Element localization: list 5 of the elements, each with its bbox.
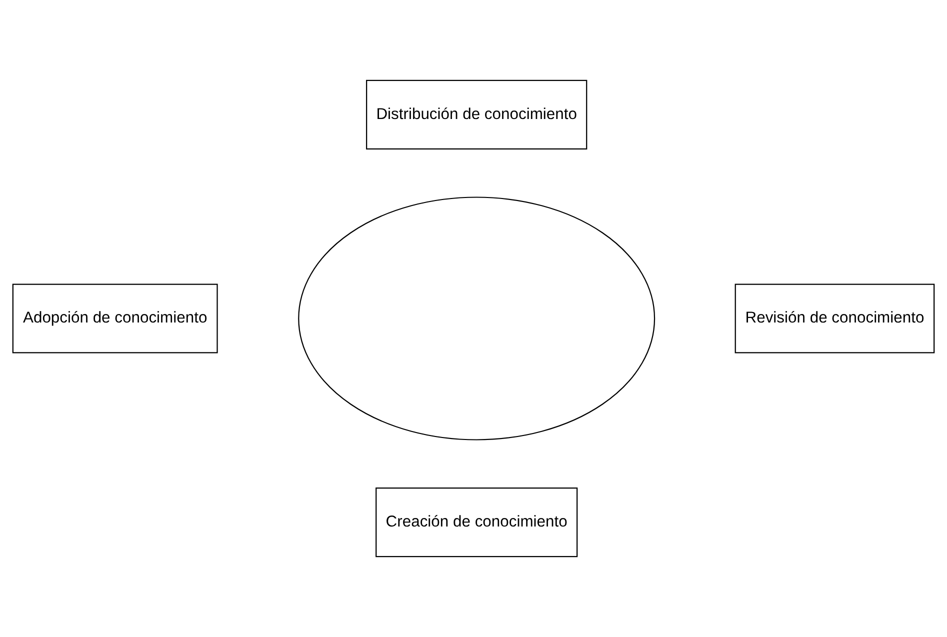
node-box: Creación de conocimiento — [376, 487, 578, 558]
node-box: Adopción de conocimiento — [12, 284, 218, 354]
node-box: Distribución de conocimiento — [366, 80, 588, 150]
node-ellipse — [298, 196, 656, 440]
node-box: Revisión de conocimiento — [734, 284, 935, 354]
